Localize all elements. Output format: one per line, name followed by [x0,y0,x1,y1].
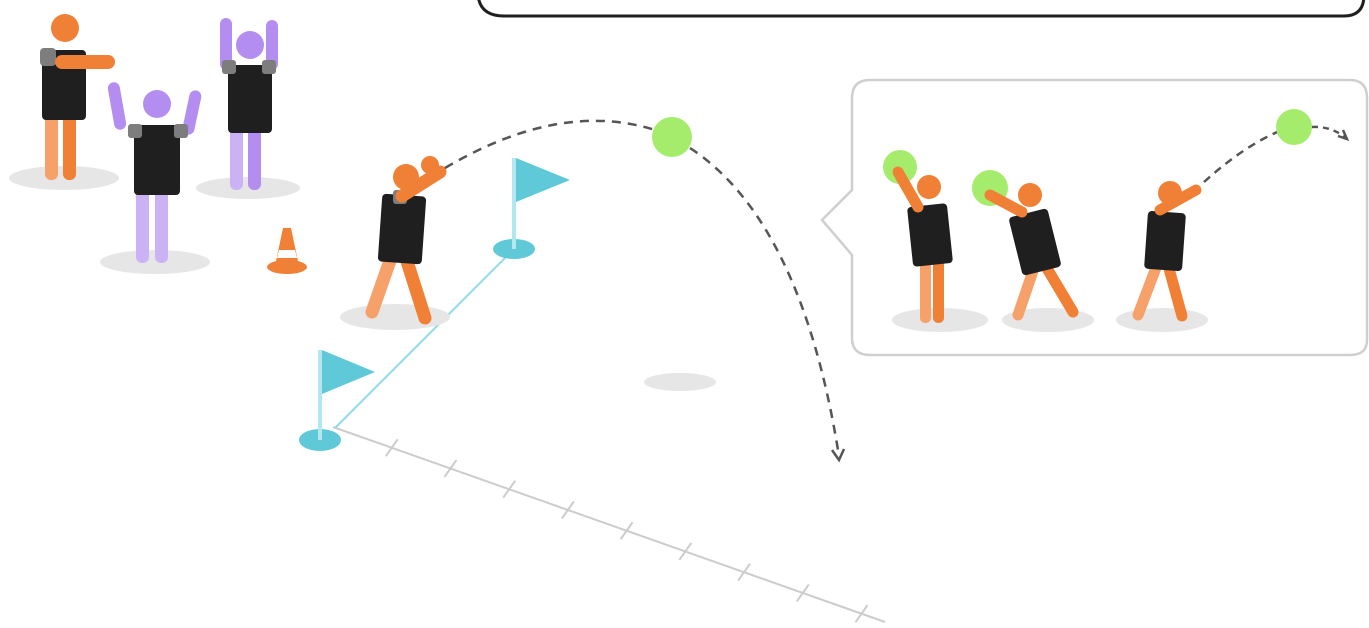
person-throwing-icon [1018,183,1042,207]
person-throwing-icon [917,175,941,199]
official-pointing [9,14,119,190]
landing-shadow-icon [644,373,716,391]
arrow-down-icon [832,449,844,460]
official-arms-raised-back [196,18,300,199]
scale-tick [562,501,574,518]
thrower [340,156,450,330]
flag-far [493,158,570,259]
scale-tick [679,543,691,560]
shadow [340,304,450,330]
scale-tick [386,439,398,456]
ball-trajectory [445,121,655,168]
flag-icon [322,350,375,394]
ball-trajectory-fall [690,148,838,450]
measuring-scale [333,427,885,622]
scale-tick [621,522,633,539]
ball-icon [1276,109,1312,145]
top-panel-border [478,0,1364,16]
person-arms-raised-icon [143,90,171,118]
scale-tick [503,481,515,498]
person-arms-raised-icon [236,31,264,59]
shadow [1116,308,1208,332]
flag-icon [516,158,570,202]
scale-tick [738,564,750,581]
scale-tick [444,460,456,477]
flag-connector-line [335,253,510,428]
person-pointing-icon [51,14,79,42]
scale-tick [797,584,809,601]
ball-icon [652,117,692,157]
traffic-cone-icon [267,228,307,274]
scale-tick [856,605,868,622]
